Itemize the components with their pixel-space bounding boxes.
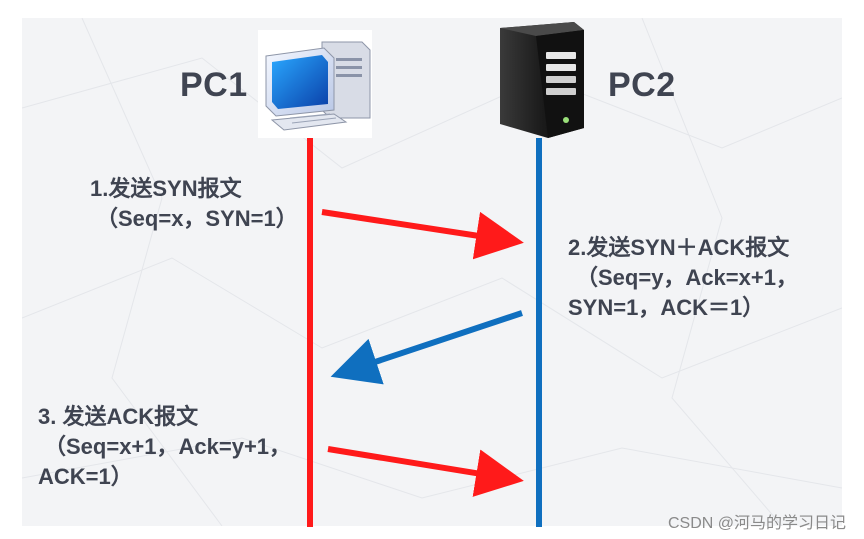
message-ack: 3. 发送ACK报文 （Seq=x+1，Ack=y+1， ACK=1） <box>38 402 291 492</box>
message-syn-ack-line-2: （Seq=y，Ack=x+1， <box>576 265 798 290</box>
syn-ack-arrow <box>330 310 523 385</box>
pc2-label: PC2 <box>608 66 676 104</box>
background-pattern <box>22 18 842 526</box>
message-syn: 1.发送SYN报文 （Seq=x，SYN=1） <box>90 174 298 234</box>
message-syn-line-2: （Seq=x，SYN=1） <box>96 206 298 231</box>
message-ack-line-3: ACK=1） <box>38 464 133 489</box>
message-syn-ack-line-3: SYN=1，ACK＝1） <box>568 295 765 320</box>
message-ack-line-1: 3. 发送ACK报文 <box>38 404 199 429</box>
diagram-panel <box>22 18 842 526</box>
watermark: CSDN @河马的学习日记 <box>667 515 846 532</box>
message-syn-line-1: 1.发送SYN报文 <box>90 176 242 201</box>
ack-arrow <box>327 446 524 497</box>
message-syn-ack: 2.发送SYN＋ACK报文 （Seq=y，Ack=x+1， SYN=1，ACK＝… <box>568 233 798 323</box>
desktop-computer-icon <box>258 30 372 138</box>
syn-arrow <box>321 209 524 260</box>
message-syn-ack-line-1: 2.发送SYN＋ACK报文 <box>568 235 790 260</box>
server-tower-icon <box>500 22 584 138</box>
pc1-label: PC1 <box>180 66 248 104</box>
message-ack-line-2: （Seq=x+1，Ack=y+1， <box>44 434 292 459</box>
